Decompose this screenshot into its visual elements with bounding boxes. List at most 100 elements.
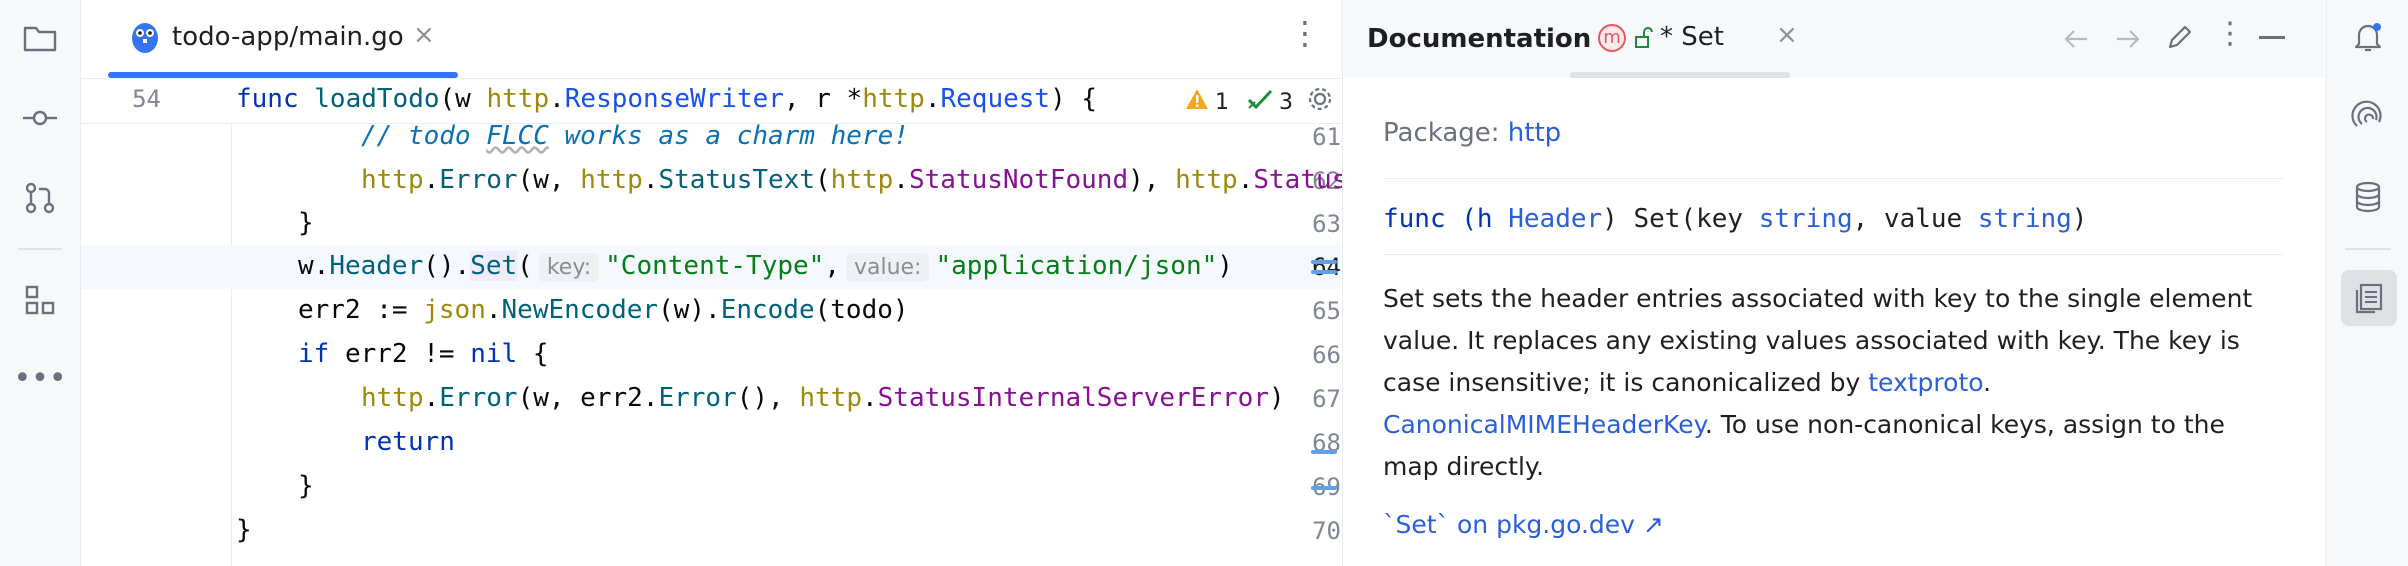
code-line[interactable]: 63 }: [81, 202, 1341, 246]
code-punct: ): [1268, 383, 1285, 413]
editor-tab-main-go[interactable]: todo-app/main.go ×: [105, 0, 510, 78]
editor-more-icon[interactable]: ⋮: [1289, 14, 1321, 52]
doc-desc-text: case insensitive; it is canonicalized by: [1383, 368, 1869, 397]
doc-separator: [1383, 178, 2283, 179]
signature-type-link[interactable]: Header: [1508, 204, 1603, 234]
minimize-icon[interactable]: [2259, 36, 2285, 39]
code-punct: .: [423, 165, 440, 195]
doc-tab-indicator: [1570, 72, 1790, 78]
documentation-icon: [2353, 282, 2385, 318]
back-arrow-icon[interactable]: [2061, 24, 2091, 54]
code-punct: .: [423, 383, 440, 413]
function-ref: StatusText: [658, 165, 816, 195]
signature-type-link[interactable]: string: [1758, 204, 1853, 234]
function-ref: Encode: [720, 295, 815, 325]
signature-text: , value: [1852, 204, 1978, 234]
documentation-tool-button[interactable]: [2341, 270, 2397, 326]
line-number: 61: [1312, 123, 1341, 151]
code-text: err2 := json.NewEncoder(w).Encode(todo): [298, 295, 909, 325]
function-ref: Header: [329, 251, 424, 281]
canonical-mime-header-key-link[interactable]: CanonicalMIMEHeaderKey: [1383, 410, 1705, 439]
inspections-widget[interactable]: 1 3: [1185, 87, 1333, 117]
structure-icon[interactable]: [20, 280, 60, 320]
change-marker[interactable]: [1311, 450, 1337, 454]
code-punct: ().: [423, 251, 471, 281]
doc-separator: [1383, 254, 2283, 255]
line-number: 65: [1312, 297, 1341, 325]
code-punct: w.: [298, 251, 330, 281]
code-line[interactable]: 67 http.Error(w, err2.Error(), http.Stat…: [81, 377, 1341, 421]
tab-close-icon[interactable]: ×: [413, 20, 435, 50]
documentation-title: Documentation: [1367, 24, 1592, 54]
parameter-hint: value:: [845, 253, 930, 282]
inspection-settings-icon[interactable]: [1307, 86, 1333, 118]
textproto-link[interactable]: textproto: [1868, 368, 1984, 397]
package-link[interactable]: http: [1507, 118, 1562, 148]
change-marker[interactable]: [1311, 486, 1337, 490]
doc-tab-close-icon[interactable]: ×: [1776, 20, 1798, 50]
edit-source-icon[interactable]: [2165, 22, 2195, 52]
code-line[interactable]: 65 err2 := json.NewEncoder(w).Encode(tod…: [81, 289, 1341, 333]
code-line[interactable]: 62 http.Error(w, http.StatusText(http.St…: [81, 159, 1347, 203]
forward-arrow-icon[interactable]: [2113, 24, 2143, 54]
function-ref: Error: [658, 383, 737, 413]
left-tool-strip: •••: [0, 0, 81, 566]
code-line[interactable]: 70 }: [81, 509, 1341, 553]
signature-text: func (h: [1383, 204, 1509, 234]
change-marker[interactable]: [1311, 270, 1337, 274]
code-line[interactable]: 61 // todo FLCC works as a charm here!: [81, 117, 1341, 161]
documentation-panel: Documentation m * Set × ⋮ Package: http …: [1342, 0, 2326, 566]
signature-type-link[interactable]: string: [1977, 204, 2072, 234]
sticky-function-header[interactable]: 54 func loadTodo(w http.ResponseWriter, …: [81, 79, 1341, 124]
pkg-go-dev-link[interactable]: `Set` on pkg.go.dev ↗: [1383, 510, 1664, 539]
code-line[interactable]: 66 if err2 != nil {: [81, 333, 1341, 377]
doc-desc-text: .: [1983, 368, 1992, 397]
code-punct: .: [861, 383, 878, 413]
warning-count: 1: [1215, 89, 1229, 115]
code-punct: (todo): [814, 295, 909, 325]
doc-tab-set[interactable]: m * Set ×: [1570, 0, 1803, 78]
code-punct: .: [485, 295, 502, 325]
package-ref: http: [361, 165, 424, 195]
code-line-current[interactable]: 64 w.Header().Set(key:"Content-Type",val…: [81, 245, 1341, 289]
tab-label: todo-app/main.go: [172, 22, 404, 52]
code-line[interactable]: 68 return: [81, 421, 1341, 465]
parameter-hint: key:: [538, 253, 600, 282]
code-text: w.Header().Set(key:"Content-Type",value:…: [298, 251, 1233, 282]
notifications-bell-icon[interactable]: [2351, 20, 2385, 54]
code-punct: ) {: [1050, 84, 1098, 114]
constant-ref: StatusInternalServerError: [877, 383, 1269, 413]
doc-options-icon[interactable]: ⋮: [2215, 16, 2245, 51]
pull-requests-icon[interactable]: [20, 178, 60, 218]
change-marker[interactable]: [1311, 260, 1337, 264]
code-text: http.Error(w, http.StatusText(http.Statu…: [361, 165, 1347, 195]
right-tool-strip: [2326, 0, 2408, 566]
documentation-body: Package: http func (h Header) Set(key st…: [1343, 78, 2326, 566]
go-gopher-icon: [129, 20, 161, 54]
keyword: nil: [470, 339, 518, 369]
line-number: 63: [1312, 210, 1341, 238]
project-folder-icon[interactable]: [20, 18, 60, 58]
database-icon[interactable]: [2351, 180, 2385, 214]
code-punct: (w).: [658, 295, 721, 325]
editor-tab-bar: todo-app/main.go × ⋮: [81, 0, 1341, 79]
function-signature: func (h Header) Set(key string, value st…: [1383, 204, 2087, 234]
function-ref-selected: Set: [470, 251, 518, 281]
package-label: Package:: [1383, 118, 1500, 148]
method-badge-icon: m: [1598, 24, 1626, 52]
doc-desc-line: value. It replaces any existing values a…: [1383, 326, 2240, 355]
code-punct: .: [642, 165, 659, 195]
commit-icon[interactable]: [20, 98, 60, 138]
doc-desc-line: map directly.: [1383, 452, 1545, 481]
ai-assistant-icon[interactable]: [2351, 100, 2385, 134]
more-tools-icon[interactable]: •••: [13, 360, 67, 396]
code-text: }: [298, 471, 314, 501]
keyword: if: [298, 339, 330, 369]
code-punct: ),: [1128, 165, 1176, 195]
code-line[interactable]: 69 }: [81, 465, 1341, 509]
string-literal: "Content-Type": [605, 251, 825, 281]
package-ref: json: [423, 295, 486, 325]
code-text: http.Error(w, err2.Error(), http.StatusI…: [361, 383, 1285, 413]
code-punct: (w,: [517, 165, 581, 195]
code-editor: todo-app/main.go × ⋮ 54 func loadTodo(w …: [81, 0, 1347, 566]
